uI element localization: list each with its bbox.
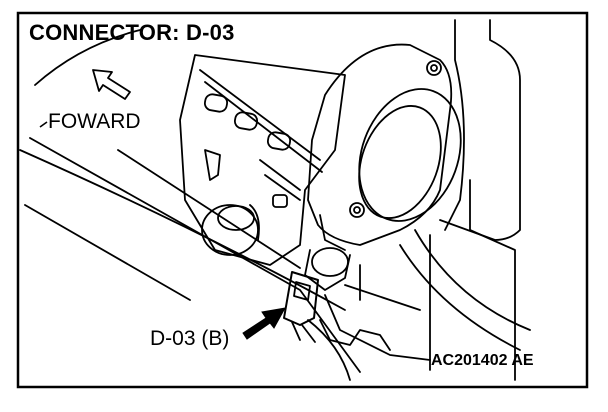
motor-housing [307, 43, 453, 246]
forward-label: FOWARD [48, 110, 141, 133]
floor-line [29, 137, 361, 373]
adjust-knob-inner [217, 205, 255, 231]
forward-arrow-icon [92, 69, 131, 100]
bracket-hole [272, 194, 288, 208]
connector-label: D-03 (B) [150, 327, 230, 350]
rail-line [24, 204, 191, 301]
connector-d03-wire [301, 324, 316, 343]
connector-d03-wire [291, 321, 301, 341]
motor-cover-inner [358, 105, 442, 219]
bracket-rib [259, 159, 301, 191]
bracket-rib [204, 81, 323, 173]
pointer-arrow-icon [242, 307, 286, 340]
rail-line [117, 149, 301, 269]
right-housing [444, 19, 465, 231]
connector-d03-body [283, 271, 319, 326]
right-cable [399, 244, 521, 351]
motor-bolt [426, 60, 442, 76]
motor-bolt-inner [430, 64, 438, 72]
diagram-title: CONNECTOR: D-03 [29, 20, 235, 45]
adjust-knob [201, 204, 259, 256]
bracket-plate [179, 54, 346, 266]
right-cable [414, 229, 531, 331]
connector-boss-body [304, 249, 351, 291]
bracket-slot [266, 131, 292, 151]
curve-line [34, 29, 141, 86]
right-panel [469, 179, 516, 381]
bracket-slot [203, 93, 229, 113]
floor-line [19, 149, 346, 311]
figure-code: AC201402 AE [431, 352, 534, 369]
connector-d03-wire [307, 319, 351, 381]
adjust-knob-shaft [249, 204, 260, 241]
bracket-clip [204, 149, 221, 181]
bracket-rib [264, 174, 301, 201]
lower-frame [344, 284, 421, 311]
lower-rail [319, 319, 391, 351]
lower-frame [324, 294, 431, 361]
motor-edge [319, 214, 346, 251]
motor-bolt [349, 202, 365, 218]
right-housing [439, 19, 521, 241]
forward-leader [39, 121, 48, 128]
bracket-rib [199, 69, 321, 161]
connector-d03-latch [293, 281, 311, 301]
motor-bolt-inner [353, 206, 361, 214]
